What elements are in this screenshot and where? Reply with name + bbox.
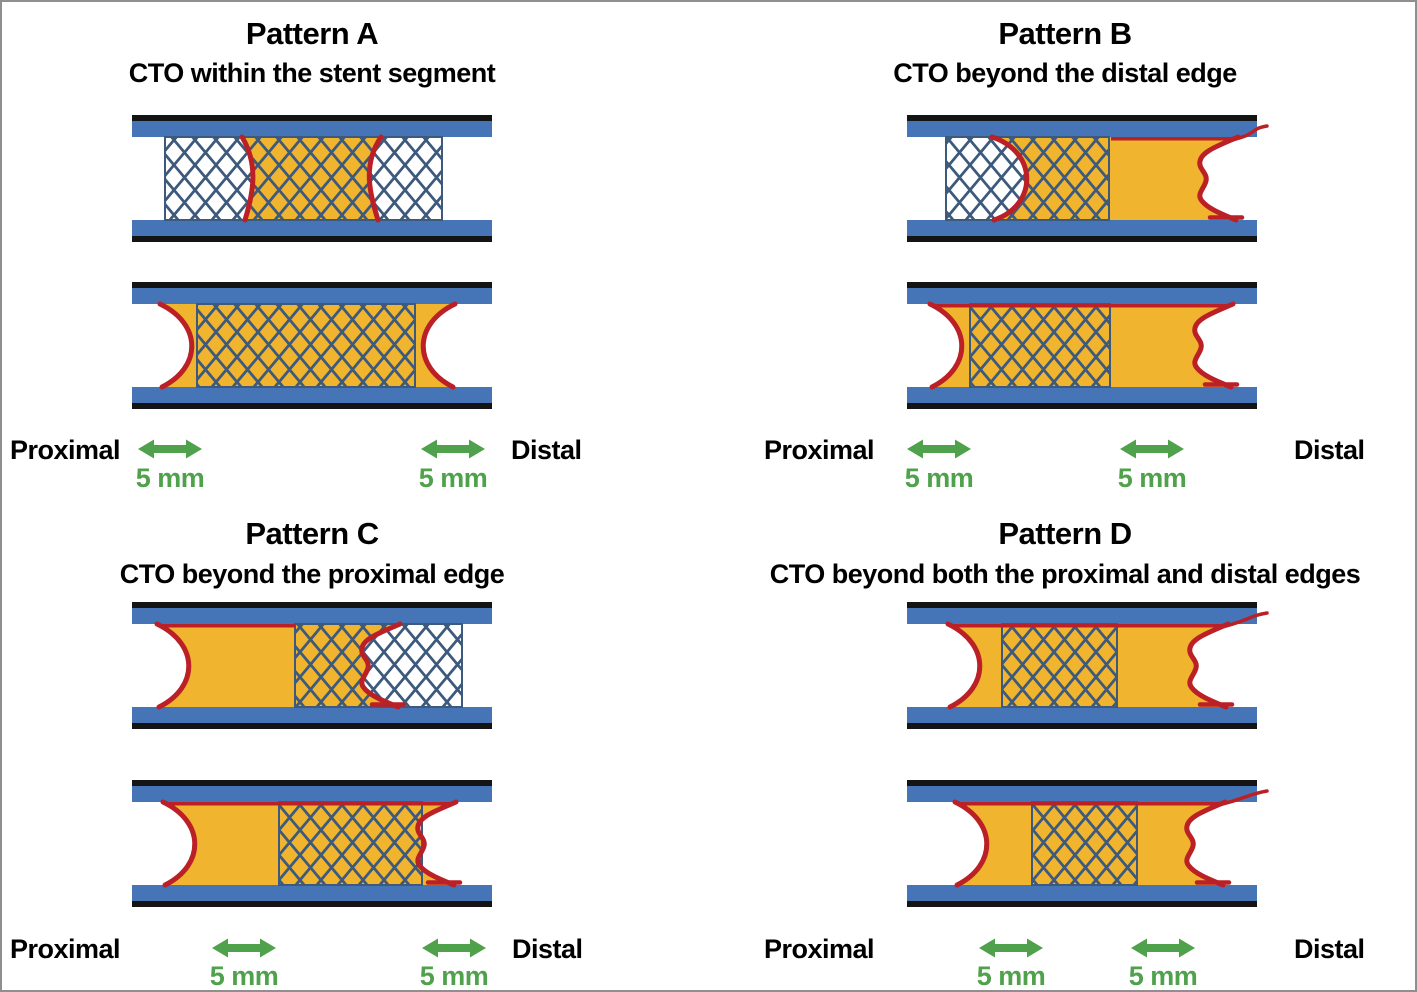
vessel-diagram-b1 xyxy=(907,115,1271,242)
double-arrow-icon xyxy=(211,936,277,960)
double-arrow-icon xyxy=(420,437,486,461)
double-arrow-icon xyxy=(421,936,487,960)
vessel-diagram-d1 xyxy=(907,602,1271,729)
proximal-label: Proximal xyxy=(764,934,875,964)
vessel-diagram-c2 xyxy=(132,780,506,907)
panel-a-title: Pattern A xyxy=(245,16,379,51)
measure-label: 5 mm xyxy=(1117,463,1187,493)
measure-label: 5 mm xyxy=(904,463,974,493)
double-arrow-icon xyxy=(1119,437,1185,461)
double-arrow-shape xyxy=(1120,439,1184,459)
proximal-label: Proximal xyxy=(10,435,121,465)
vessel-diagram-a2 xyxy=(132,282,506,409)
panel-a-subtitle: CTO within the stent segment xyxy=(128,58,496,88)
measure-label: 5 mm xyxy=(209,961,279,991)
vessel-diagram-c1 xyxy=(132,602,506,729)
double-arrow-shape xyxy=(421,439,485,459)
double-arrow-icon xyxy=(906,437,972,461)
vessel-diagram-d2 xyxy=(907,780,1271,907)
proximal-label: Proximal xyxy=(10,934,121,964)
panel-d-subtitle: CTO beyond both the proximal and distal … xyxy=(769,559,1361,589)
distal-label: Distal xyxy=(1294,934,1365,964)
panel-b-subtitle: CTO beyond the distal edge xyxy=(893,58,1237,88)
panel-d-title: Pattern D xyxy=(998,516,1132,551)
measure-label: 5 mm xyxy=(419,961,489,991)
measure-label: 5 mm xyxy=(135,463,205,493)
panel-b-title: Pattern B xyxy=(998,16,1132,51)
measure-label: 5 mm xyxy=(1128,961,1198,991)
distal-label: Distal xyxy=(511,435,582,465)
double-arrow-shape xyxy=(1131,938,1195,958)
vessel-diagram-b2 xyxy=(907,282,1271,409)
panel-c-title: Pattern C xyxy=(245,516,379,551)
double-arrow-shape xyxy=(422,938,486,958)
double-arrow-icon xyxy=(1130,936,1196,960)
double-arrow-shape xyxy=(907,439,971,459)
vessel-diagram-a1 xyxy=(132,115,506,242)
distal-label: Distal xyxy=(1294,435,1365,465)
double-arrow-shape xyxy=(212,938,276,958)
double-arrow-shape xyxy=(138,439,202,459)
double-arrow-shape xyxy=(979,938,1043,958)
double-arrow-icon xyxy=(978,936,1044,960)
distal-label: Distal xyxy=(512,934,583,964)
double-arrow-icon xyxy=(137,437,203,461)
proximal-label: Proximal xyxy=(764,435,875,465)
measure-label: 5 mm xyxy=(976,961,1046,991)
panel-c-subtitle: CTO beyond the proximal edge xyxy=(119,559,505,589)
measure-label: 5 mm xyxy=(418,463,488,493)
